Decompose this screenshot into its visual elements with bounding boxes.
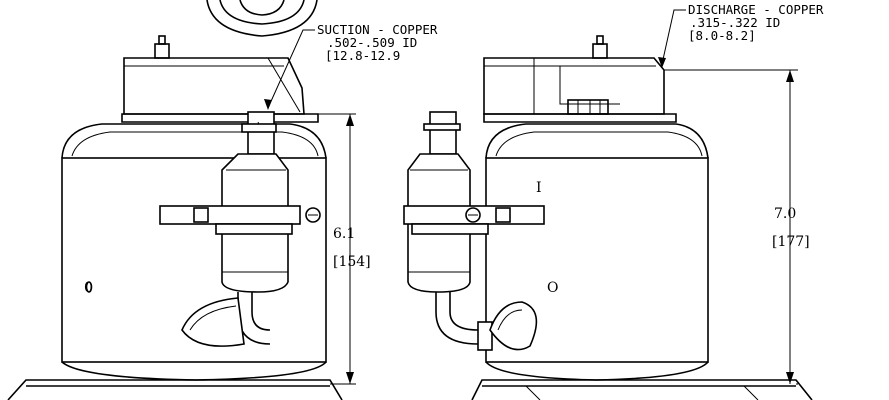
discharge-spec-in: .315-.322 ID — [690, 15, 780, 30]
suction-title: SUCTION - COPPER — [317, 22, 438, 37]
left-height-dimension — [318, 113, 356, 385]
top-fitting-view — [206, 0, 318, 37]
suction-arrowhead — [264, 99, 272, 110]
suction-spec-in: .502-.509 ID — [327, 35, 417, 50]
right-tick-mark: I — [536, 180, 542, 196]
discharge-title: DISCHARGE - COPPER — [688, 2, 824, 17]
left-dim-inch: 6.1 — [333, 226, 355, 242]
discharge-spec-mm: [8.0-8.2] — [688, 28, 756, 43]
right-compressor-view — [403, 35, 813, 400]
right-dim-inch: 7.0 — [774, 206, 796, 222]
suction-spec-mm: [12.8-12.9 — [325, 48, 400, 63]
right-height-dimension — [664, 69, 798, 385]
left-body-mark: 0 — [84, 280, 93, 296]
right-dim-mm: [177] — [772, 234, 810, 250]
discharge-leader — [661, 9, 686, 65]
left-compressor-view — [7, 35, 343, 400]
discharge-arrowhead — [658, 57, 666, 68]
suction-leader — [267, 29, 315, 109]
right-body-mark: O — [547, 280, 558, 296]
left-dim-mm: [154] — [333, 254, 371, 270]
